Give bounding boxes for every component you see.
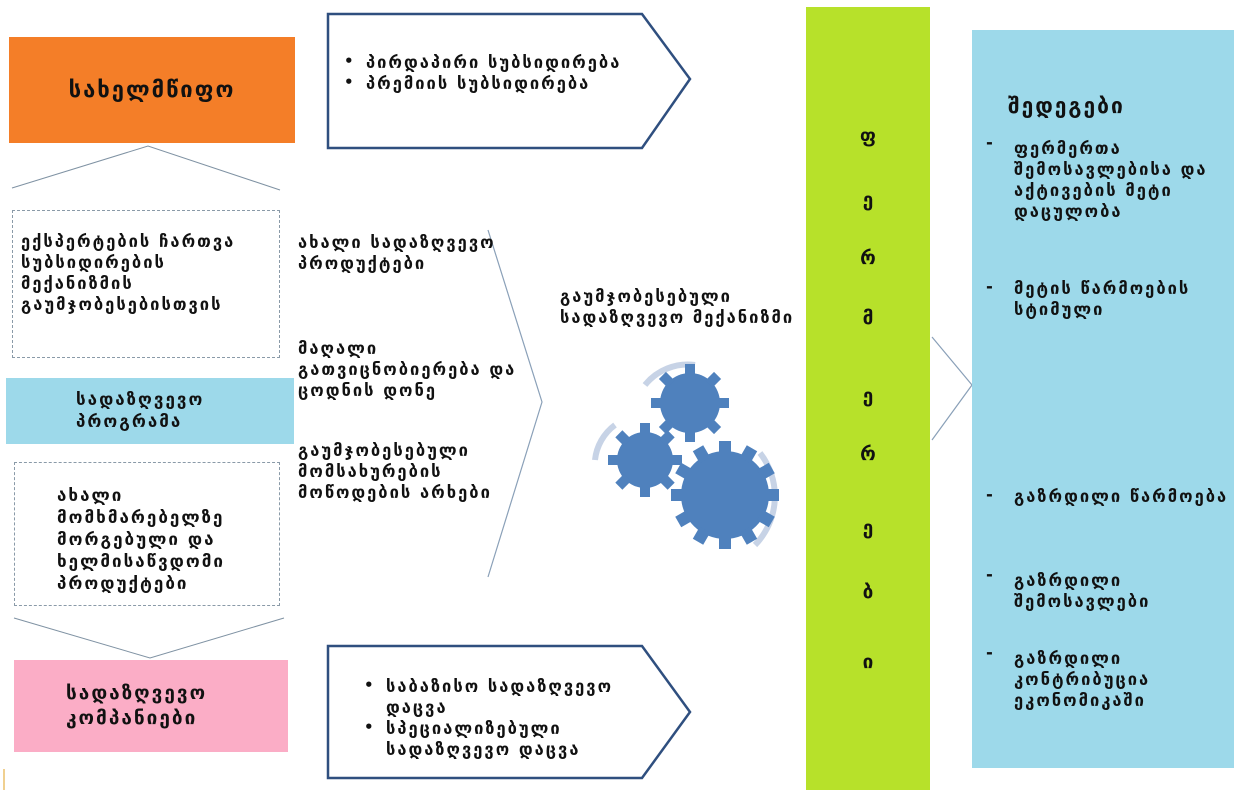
experts-text: ექსპერტების ჩართვა სუბსიდირების მექანიზმ… <box>21 232 236 314</box>
gear-big <box>671 441 779 549</box>
state-box: სახელმწიფო <box>9 37 295 143</box>
insurance-item: სპეციალიზებული სადაზღვევო დაცვა <box>360 717 640 760</box>
farmers-letter: ე <box>862 385 874 407</box>
farmers-letter: ე <box>862 189 874 211</box>
result-item: - მეტის წარმოების სტიმული <box>986 277 1191 319</box>
gear-left <box>608 423 682 497</box>
program-box: სადაზღვევო პროგრამა <box>6 378 294 444</box>
farmers-letter: ე <box>862 517 874 539</box>
farmers-letter: ი <box>862 651 874 673</box>
subsidies-list: პირდაპირი სუბსიდირება პრემიის სუბსიდირებ… <box>340 51 640 94</box>
insurance-arrow <box>326 644 692 780</box>
companies-label: სადაზღვევო კომპანიები <box>66 682 208 729</box>
result-item: - ფერმერთა შემოსავლებისა და აქტივების მე… <box>986 133 1208 221</box>
companies-box: სადაზღვევო კომპანიები <box>14 660 288 752</box>
gear-top <box>651 364 729 442</box>
experts-box: ექსპერტების ჩართვა სუბსიდირების მექანიზმ… <box>12 210 280 358</box>
result-item: - გაზრდილი წარმოება <box>986 485 1229 506</box>
result-item: - გაზრდილი შემოსავლები <box>986 565 1151 611</box>
gears-icon <box>592 361 779 549</box>
result-item: - გაზრდილი კონტრიბუცია ეკონომიკაში <box>986 643 1151 710</box>
state-label: სახელმწიფო <box>68 77 236 103</box>
farmers-bar: ფ ე რ მ ე რ ე ბ ი <box>806 7 930 790</box>
mechanism-label: გაუმჯობესებული სადაზღვევო მექანიზმი <box>560 287 795 327</box>
farmers-letter: მ <box>862 307 874 329</box>
middle-arrow <box>487 229 543 578</box>
middle-item-new-products: ახალი სადაზღვევო პროდუქტები <box>298 233 496 273</box>
program-label: სადაზღვევო პროგრამა <box>76 390 205 432</box>
middle-item-awareness: მაღალი გათვიცნობიერება და ცოდნის დონე <box>298 339 517 400</box>
products-box: ახალი მომხმარებელზე მორგებული და ხელმისა… <box>14 462 280 606</box>
middle-item-channels: გაუმჯობესებული მომსახურების მოწოდების არ… <box>298 441 492 502</box>
farmers-letter: რ <box>860 443 876 465</box>
gear-arc <box>592 422 617 461</box>
results-arrow <box>931 336 973 441</box>
farmers-letter: ფ <box>859 125 877 147</box>
subsidies-arrow <box>326 12 692 150</box>
insurance-list: საბაზისო სადაზღვევო დაცვა სპეციალიზებული… <box>360 675 640 760</box>
products-text: ახალი მომხმარებელზე მორგებული და ხელმისა… <box>57 486 225 594</box>
farmers-letter: ბ <box>862 581 874 603</box>
subsidy-item: პრემიის სუბსიდირება <box>340 72 640 94</box>
farmers-letter: რ <box>860 247 876 269</box>
subsidy-item: პირდაპირი სუბსიდირება <box>340 51 640 73</box>
insurance-item: საბაზისო სადაზღვევო დაცვა <box>360 675 640 718</box>
results-title: შედეგები <box>1008 94 1125 118</box>
state-chevron <box>11 145 281 191</box>
companies-chevron <box>13 617 285 659</box>
results-box: შედეგები - ფერმერთა შემოსავლებისა და აქტ… <box>972 30 1234 768</box>
